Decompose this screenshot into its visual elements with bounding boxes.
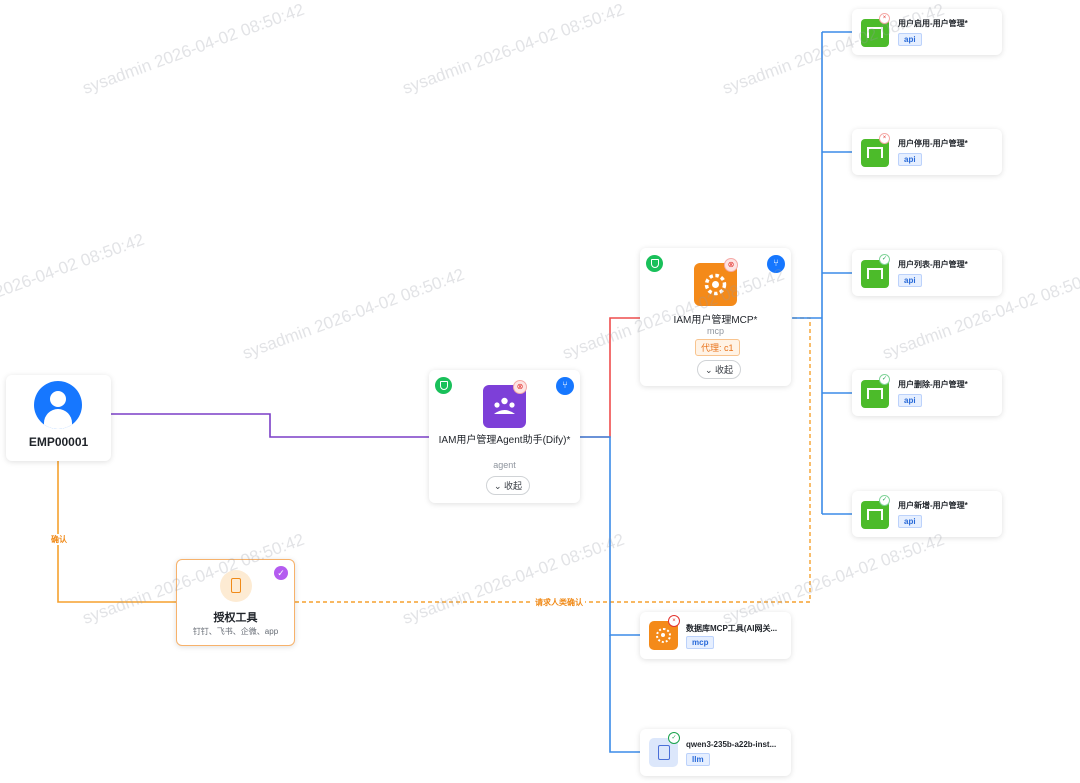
edge-employee-auth xyxy=(57,461,176,603)
edge-agent-mcp xyxy=(580,317,640,438)
api-tag: api xyxy=(898,274,922,287)
api-node-disable[interactable]: × 用户停用-用户管理* api xyxy=(852,129,1002,175)
error-status-icon: ⊗ xyxy=(724,258,738,272)
edge-agent-llm-tool xyxy=(609,635,640,753)
error-status-icon: × xyxy=(668,615,680,627)
tool-tag: mcp xyxy=(686,636,715,649)
api-label: 用户列表-用户管理* xyxy=(898,260,968,269)
db-mcp-tool-node[interactable]: × 数据库MCP工具(AI网关... mcp xyxy=(640,612,791,659)
api-tag: api xyxy=(898,515,922,528)
auth-tool-title: 授权工具 xyxy=(213,612,258,624)
user-check-icon: ✓ xyxy=(274,566,288,580)
shield-icon xyxy=(646,255,663,272)
error-status-icon: ⊗ xyxy=(513,380,527,394)
ok-status-icon: ✓ xyxy=(668,732,680,744)
api-label: 用户停用-用户管理* xyxy=(898,139,968,148)
shield-icon xyxy=(435,377,452,394)
auth-tool-node[interactable]: ✓ 授权工具 钉钉、飞书、企微、app xyxy=(176,559,295,646)
api-tag: api xyxy=(898,394,922,407)
gear-icon xyxy=(649,621,678,650)
proxy-badge: 代理: c1 xyxy=(695,339,740,356)
edge-label-confirm: 确认 xyxy=(49,534,69,545)
ok-status-icon: ✓ xyxy=(879,254,890,265)
api-label: 用户新增-用户管理* xyxy=(898,501,968,510)
api-node-list[interactable]: ✓ 用户列表-用户管理* api xyxy=(852,250,1002,296)
branch-icon[interactable]: ⑂ xyxy=(767,255,785,273)
agent-collapse-label: 收起 xyxy=(504,481,523,491)
edge-mcp-api-bus xyxy=(792,32,823,514)
api-node-delete[interactable]: ✓ 用户删除-用户管理* api xyxy=(852,370,1002,416)
ok-status-icon: ✓ xyxy=(879,374,890,385)
tool-label: 数据库MCP工具(AI网关... xyxy=(686,624,778,633)
llm-tool-node[interactable]: ✓ qwen3-235b-a22b-inst... llm xyxy=(640,729,791,776)
agent-label: IAM用户管理Agent助手(Dify)* xyxy=(438,435,571,446)
user-avatar-icon xyxy=(34,381,82,429)
branch-icon[interactable]: ⑂ xyxy=(556,377,574,395)
edge-label-request-confirm: 请求人类确认 xyxy=(533,597,585,608)
agent-node[interactable]: ⑂ ⊗ IAM用户管理Agent助手(Dify)* agent ⌄ 收起 xyxy=(429,370,580,503)
agent-type: agent xyxy=(493,460,516,470)
api-node-create[interactable]: ✓ 用户新增-用户管理* api xyxy=(852,491,1002,537)
error-status-icon: × xyxy=(879,133,890,144)
error-status-icon: × xyxy=(879,13,890,24)
auth-tool-subtitle: 钉钉、飞书、企微、app xyxy=(192,627,279,636)
api-label: 用户启用-用户管理* xyxy=(898,19,968,28)
agent-collapse-button[interactable]: ⌄ 收起 xyxy=(486,476,531,495)
mcp-type: mcp xyxy=(706,326,724,336)
api-icon xyxy=(861,139,889,167)
api-label: 用户删除-用户管理* xyxy=(898,380,968,389)
tool-label: qwen3-235b-a22b-inst... xyxy=(686,740,777,749)
api-node-enable[interactable]: × 用户启用-用户管理* api xyxy=(852,9,1002,55)
mcp-label: IAM用户管理MCP* xyxy=(673,315,758,326)
tool-tag: llm xyxy=(686,753,710,766)
api-tag: api xyxy=(898,153,922,166)
api-tag: api xyxy=(898,33,922,46)
employee-node[interactable]: EMP00001 xyxy=(6,375,111,461)
edge-employee-agent xyxy=(111,413,429,438)
phone-icon xyxy=(220,570,252,602)
mcp-node[interactable]: ⑂ ⊗ IAM用户管理MCP* mcp 代理: c1 ⌄ 收起 xyxy=(640,248,791,386)
ok-status-icon: ✓ xyxy=(879,495,890,506)
employee-name: EMP00001 xyxy=(28,435,89,449)
edge-agent-db-tool xyxy=(580,436,640,636)
mcp-collapse-label: 收起 xyxy=(715,365,734,375)
mcp-collapse-button[interactable]: ⌄ 收起 xyxy=(697,360,742,379)
